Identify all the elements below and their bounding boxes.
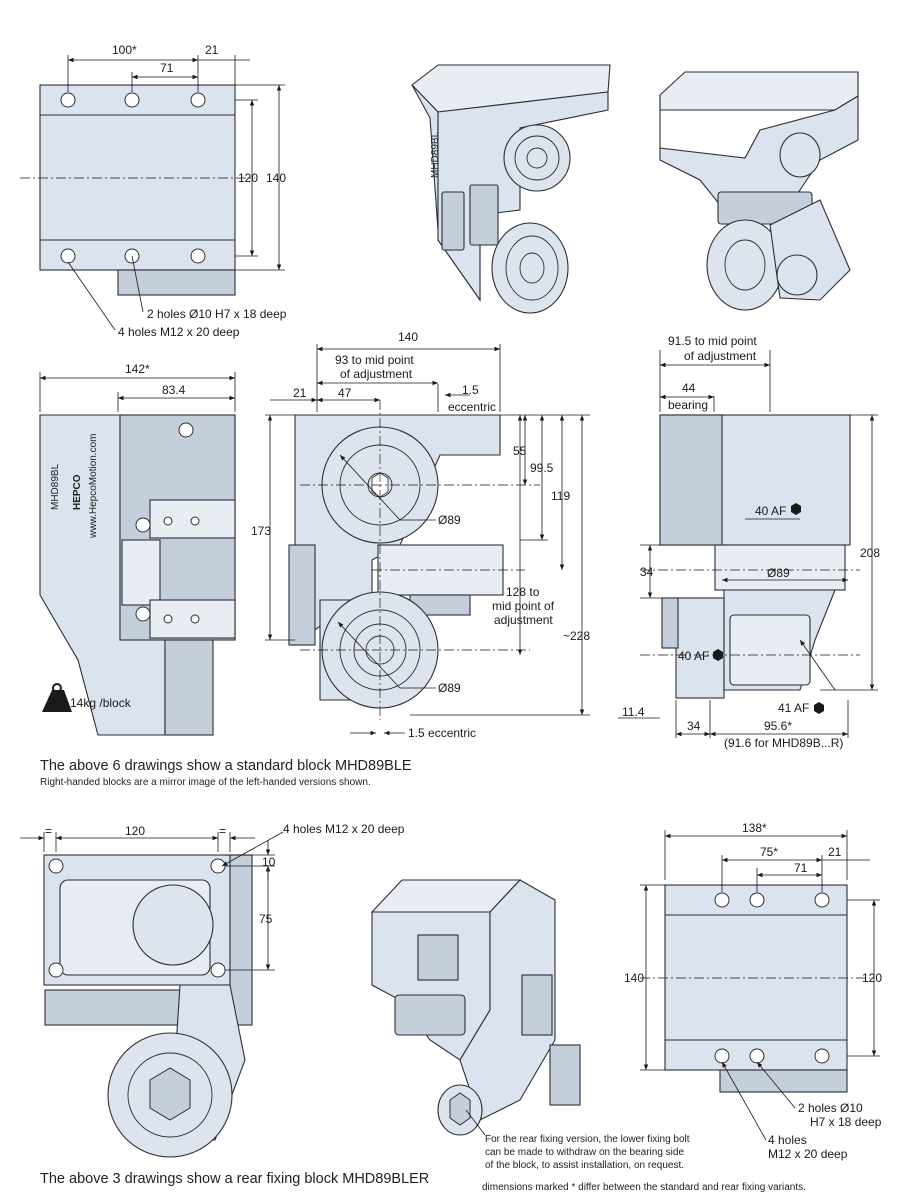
side-website-label: www.HepcoMotion.com <box>88 434 99 539</box>
rear-top-holes-m12b: M12 x 20 deep <box>768 1147 848 1161</box>
rear-dim-120: 120 <box>125 824 145 838</box>
dim-120: 120 <box>238 171 258 185</box>
front-dim-128c: adjustment <box>494 613 553 627</box>
front-view: 140 93 to mid point of adjustment 21 47 … <box>251 330 590 740</box>
front-dim-228: ~228 <box>563 629 590 643</box>
rear-dim-10: 10 <box>262 855 276 869</box>
side-logo-label: HEPCO <box>72 474 83 510</box>
right-dim-34-left: 34 <box>640 565 654 579</box>
right-side-view: 91.5 to mid point of adjustment 44 beari… <box>618 334 880 750</box>
rear-eq-left: = <box>45 824 52 838</box>
isometric-view-a: MHD89BL <box>411 64 611 314</box>
right-af-40-left: 40 AF <box>678 649 709 663</box>
dim-21: 21 <box>205 43 219 57</box>
front-dia-upper: Ø89 <box>438 513 461 527</box>
rear-isometric-view <box>370 879 581 1136</box>
mount-hole <box>190 248 206 264</box>
note-holes-m12: 4 holes M12 x 20 deep <box>118 325 240 339</box>
dim-100: 100* <box>112 43 137 57</box>
right-dim-44: 44 <box>682 381 696 395</box>
rear-note-line-2: can be made to withdraw on the bearing s… <box>485 1147 684 1158</box>
front-dim-1-5: 1.5 <box>462 383 479 397</box>
right-bearing-label: bearing <box>668 398 708 412</box>
caption-rear-note: dimensions marked * differ between the s… <box>482 1182 806 1193</box>
rear-top-dim-140: 140 <box>624 971 644 985</box>
right-af-40-top: 40 AF <box>755 504 786 518</box>
right-dim-91b: of adjustment <box>684 349 757 363</box>
right-dim-95-6: 95.6* <box>764 719 792 733</box>
rear-note-line-3: of the block, to assist installation, on… <box>485 1160 684 1171</box>
rear-dim-75: 75 <box>259 912 273 926</box>
right-dim-34-bottom: 34 <box>687 719 701 733</box>
rear-front-view: = 120 = 4 holes M12 x 20 deep 10 75 <box>20 822 405 1158</box>
mount-hole <box>60 92 76 108</box>
dim-142: 142* <box>125 362 150 376</box>
rear-top-holes-10a: 2 holes Ø10 <box>798 1101 863 1115</box>
front-dim-93b: of adjustment <box>340 367 413 381</box>
right-dim-91a: 91.5 to mid point <box>668 334 757 348</box>
side-model-label: MHD89BL <box>50 463 61 510</box>
mount-hole <box>190 92 206 108</box>
rear-top-dim-120: 120 <box>862 971 882 985</box>
mount-hole <box>124 92 140 108</box>
block-top-plate <box>39 84 236 271</box>
isometric-view-b <box>659 71 859 311</box>
front-dim-47: 47 <box>338 386 352 400</box>
front-dim-93a: 93 to mid point <box>335 353 414 367</box>
rear-top-dim-21: 21 <box>828 845 842 859</box>
left-side-view: MHD89BL HEPCO www.HepcoMotion.com 142* 8… <box>39 362 236 736</box>
front-dia-lower: Ø89 <box>438 681 461 695</box>
dim-71: 71 <box>160 61 174 75</box>
rear-top-dim-138: 138* <box>742 821 767 835</box>
mount-hole <box>60 248 76 264</box>
right-dia: Ø89 <box>767 566 790 580</box>
rear-top-holes-10b: H7 x 18 deep <box>810 1115 882 1129</box>
front-dim-119: 119 <box>551 489 570 503</box>
rear-top-dim-71: 71 <box>794 861 808 875</box>
rear-top-view: 138* 75* 21 71 140 120 2 holes Ø10 H7 x … <box>624 821 882 1161</box>
right-dim-91-6: (91.6 for MHD89B...R) <box>724 736 843 750</box>
iso-a-model-label: MHD89BL <box>430 131 441 178</box>
front-dim-140: 140 <box>398 330 418 344</box>
rear-top-dim-75: 75* <box>760 845 778 859</box>
right-af-41: 41 AF <box>778 701 809 715</box>
dim-83-4: 83.4 <box>162 383 186 397</box>
caption-rear-block: The above 3 drawings show a rear fixing … <box>40 1171 429 1187</box>
front-dim-128b: mid point of <box>492 599 555 613</box>
front-bottom-eccentric: 1.5 eccentric <box>408 726 476 740</box>
dim-140: 140 <box>266 171 286 185</box>
right-dim-11-4: 11.4 <box>622 705 645 719</box>
top-view-standard: 100* 21 71 120 140 2 holes Ø10 H7 x 18 d… <box>20 43 287 339</box>
front-dim-128a: 128 to <box>506 585 540 599</box>
rear-holes-note: 4 holes M12 x 20 deep <box>283 822 405 836</box>
rear-eq-right: = <box>219 824 226 838</box>
front-dim-99-5: 99.5 <box>530 461 554 475</box>
rear-note-line-1: For the rear fixing version, the lower f… <box>485 1134 690 1145</box>
weight-label: 14kg /block <box>70 696 132 710</box>
right-dim-208: 208 <box>860 546 880 560</box>
caption-standard-block: The above 6 drawings show a standard blo… <box>40 758 412 774</box>
rear-top-holes-m12a: 4 holes <box>768 1133 807 1147</box>
front-dim-21: 21 <box>293 386 307 400</box>
caption-standard-sub: Right-handed blocks are a mirror image o… <box>40 777 371 788</box>
front-eccentric-label: eccentric <box>448 400 496 414</box>
front-dim-173: 173 <box>251 524 271 538</box>
note-holes-10: 2 holes Ø10 H7 x 18 deep <box>147 307 287 321</box>
